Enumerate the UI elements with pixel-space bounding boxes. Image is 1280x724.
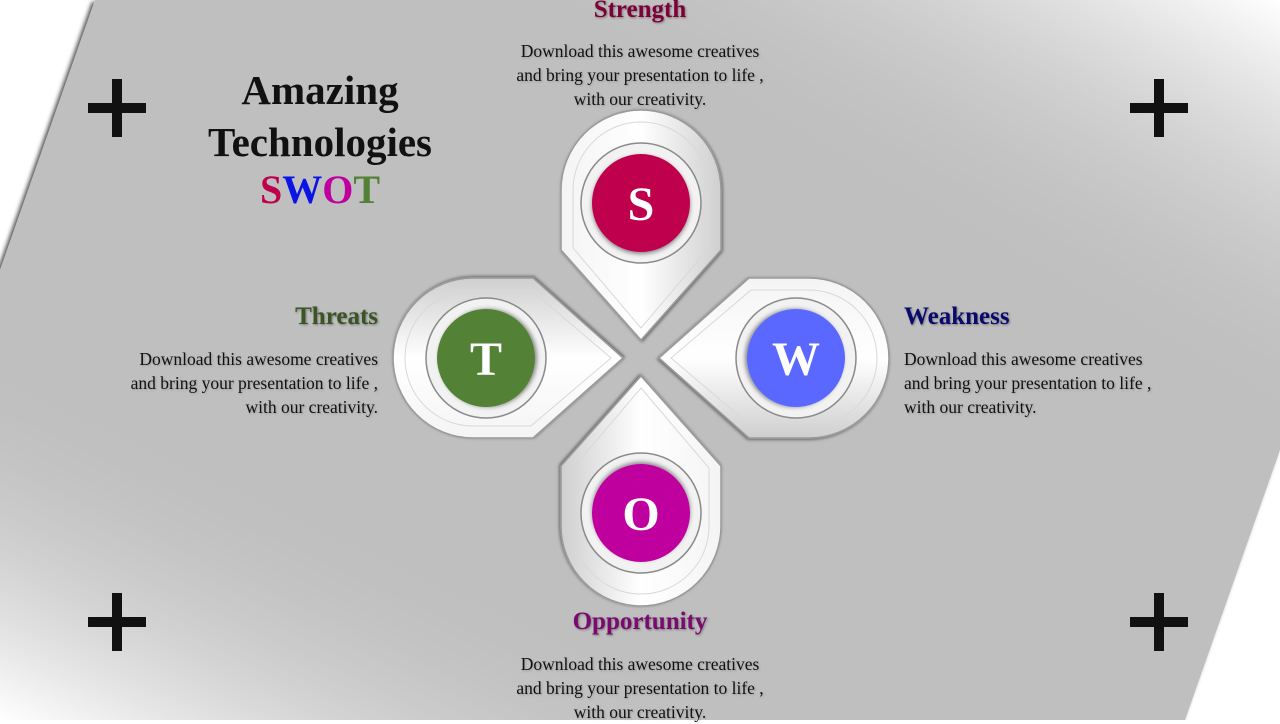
weakness-heading: Weakness bbox=[904, 303, 1010, 330]
text-line: with our creativity. bbox=[904, 397, 1037, 417]
text-line: and bring your presentation to life , bbox=[516, 65, 764, 85]
opportunity-letter: O bbox=[622, 488, 659, 541]
strength-description: Download this awesome creatives and brin… bbox=[470, 39, 810, 111]
text-line: and bring your presentation to life , bbox=[516, 678, 764, 698]
text-line: with our creativity. bbox=[573, 702, 707, 722]
swot-letter: S bbox=[259, 167, 283, 212]
strength-heading: Strength bbox=[593, 0, 687, 23]
swot-letter: T bbox=[353, 167, 381, 212]
opportunity-heading: Opportunity bbox=[572, 608, 708, 635]
text-line: Download this awesome creatives bbox=[520, 654, 760, 674]
swot-letter: W bbox=[282, 167, 323, 212]
text-line: Download this awesome creatives bbox=[139, 349, 378, 369]
title-line: Amazing bbox=[241, 67, 399, 113]
text-line: and bring your presentation to life , bbox=[130, 373, 378, 393]
swot-word: SWOT bbox=[160, 168, 480, 212]
text-line: with our creativity. bbox=[573, 89, 707, 109]
threats-circle bbox=[437, 309, 535, 407]
weakness-pin-inner-outline bbox=[670, 289, 878, 427]
strength-pin-inner-outline bbox=[572, 121, 710, 329]
threats-letter: T bbox=[470, 333, 502, 386]
slide-title: Amazing Technologies bbox=[160, 64, 480, 168]
opportunity-circle bbox=[592, 464, 690, 562]
plus-icon bbox=[1130, 593, 1188, 651]
opportunity-pin bbox=[560, 374, 722, 607]
text-line: Download this awesome creatives bbox=[520, 41, 760, 61]
text-line: Download this awesome creatives bbox=[904, 349, 1143, 369]
plus-icon bbox=[88, 593, 146, 651]
strength-letter: S bbox=[628, 178, 655, 231]
threats-heading: Threats bbox=[295, 303, 378, 330]
threats-pin-inner-outline bbox=[404, 289, 612, 427]
plus-icon bbox=[1130, 79, 1188, 137]
strength-circle bbox=[592, 154, 690, 252]
title-line: Technologies bbox=[207, 119, 433, 165]
opportunity-description: Download this awesome creatives and brin… bbox=[470, 652, 810, 724]
weakness-description: Download this awesome creatives and brin… bbox=[904, 347, 1244, 419]
weakness-pin bbox=[657, 277, 890, 439]
plus-icon bbox=[88, 79, 146, 137]
weakness-letter: W bbox=[772, 333, 820, 386]
weakness-circle bbox=[747, 309, 845, 407]
threats-description: Download this awesome creatives and brin… bbox=[38, 347, 378, 419]
swot-letter: O bbox=[322, 167, 354, 212]
threats-pin bbox=[392, 277, 625, 439]
opportunity-pin-inner-outline bbox=[572, 387, 710, 595]
text-line: and bring your presentation to life , bbox=[904, 373, 1152, 393]
text-line: with our creativity. bbox=[245, 397, 378, 417]
strength-pin bbox=[560, 109, 722, 342]
